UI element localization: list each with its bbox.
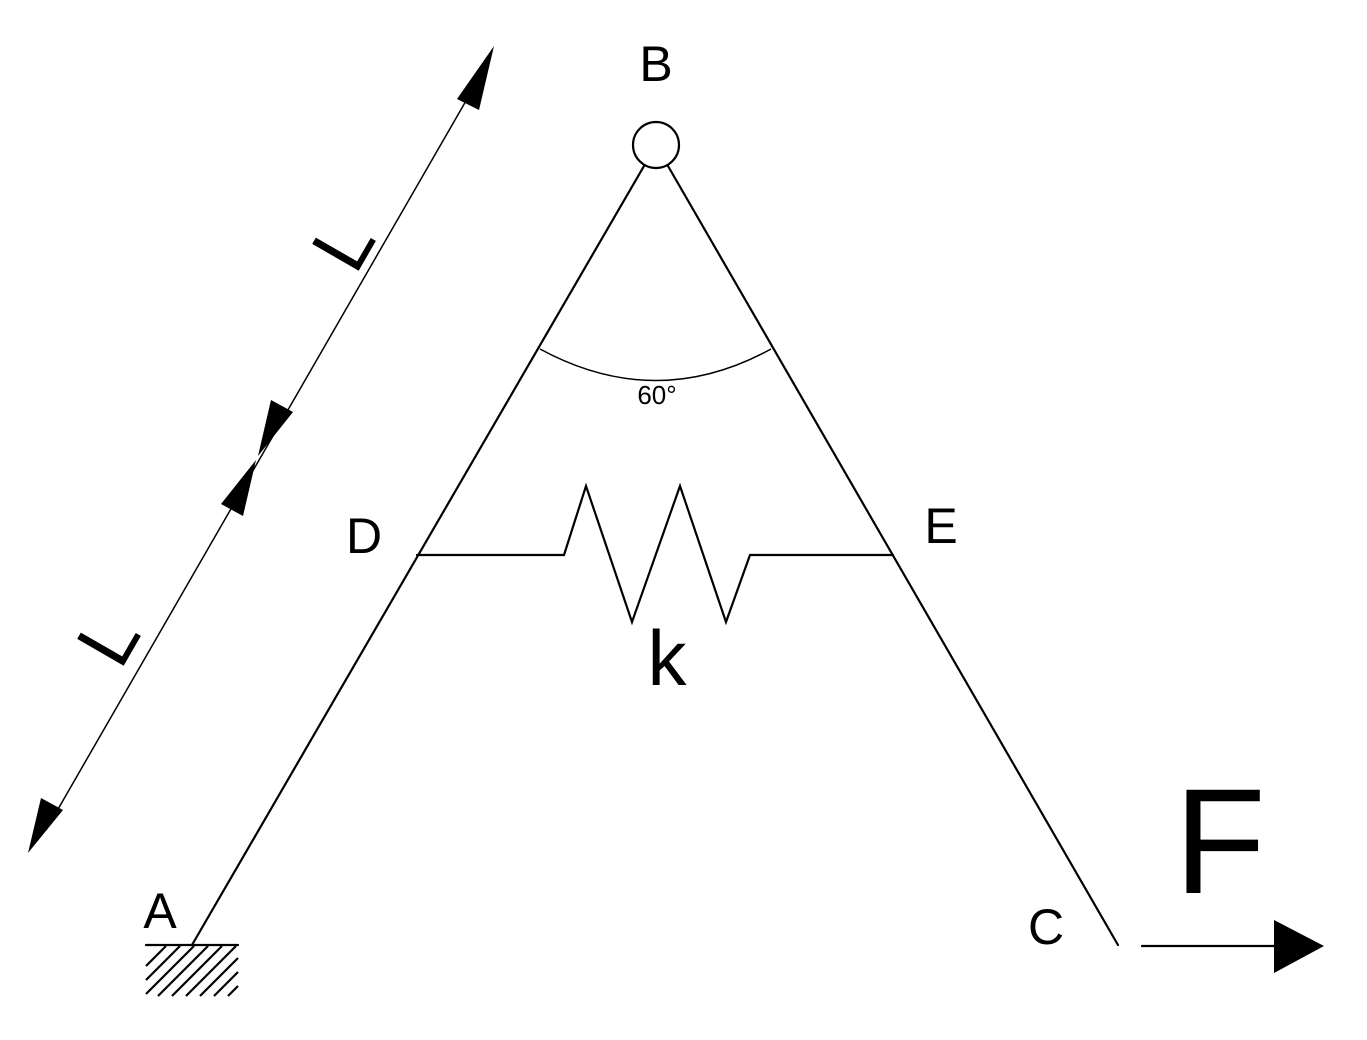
dimension-line: [28, 46, 494, 853]
dim-arrow-mid-down-icon: [258, 400, 293, 456]
dim-arrow-bottom-icon: [28, 798, 63, 853]
dim-arrow-mid-up-icon: [221, 460, 256, 516]
label-point-b: B: [639, 36, 672, 92]
dim-arrow-top-icon: [457, 46, 494, 110]
label-point-d: D: [346, 508, 382, 564]
force-arrow: [1140, 920, 1324, 973]
label-angle: 60°: [637, 380, 676, 410]
spring-de-icon: [415, 482, 895, 626]
label-point-e: E: [924, 498, 957, 554]
force-arrowhead-icon: [1274, 920, 1324, 973]
label-length-upper: L: [294, 203, 392, 285]
fixed-support-icon: [144, 943, 240, 997]
label-point-a: A: [143, 883, 177, 939]
angle-arc: [539, 348, 772, 382]
label-spring-constant: k: [648, 614, 688, 702]
hinge-b-icon: [631, 120, 681, 170]
label-force: F: [1174, 757, 1266, 925]
label-length-lower: L: [59, 598, 157, 680]
label-point-c: C: [1028, 899, 1064, 955]
